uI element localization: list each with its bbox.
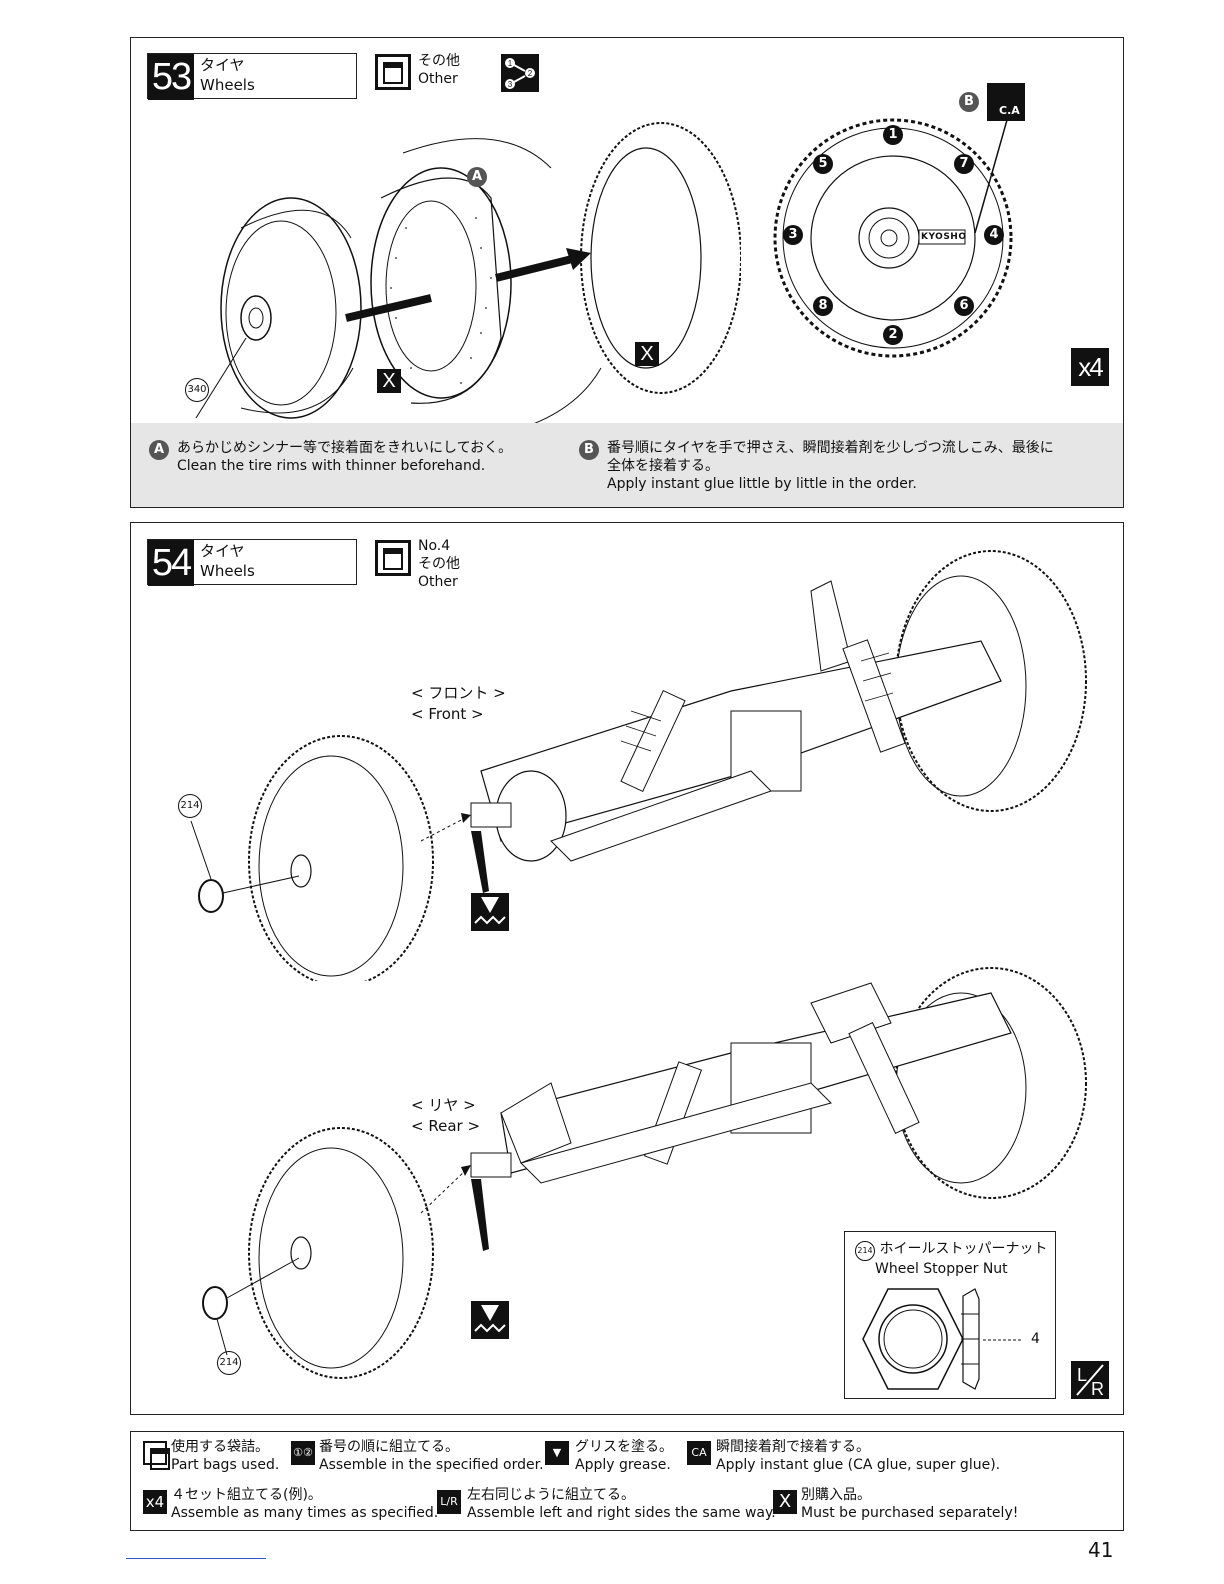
brand-text: KYOSHO (921, 232, 967, 242)
bag-label-jp: その他 (418, 53, 460, 69)
step-53-header: 53 タイヤ Wheels (147, 53, 357, 100)
bag-label-en: Other (418, 574, 458, 590)
x-purchase-icon: X (773, 1490, 797, 1514)
lr-icon: L/R (437, 1490, 461, 1514)
order-number-5: 5 (813, 153, 833, 174)
note-a-en: Clean the tire rims with thinner beforeh… (177, 458, 486, 474)
order-number-6: 6 (954, 295, 974, 316)
svg-text:1: 1 (508, 59, 513, 68)
legend-lr-en: Assemble left and right sides the same w… (467, 1505, 776, 1521)
rear-label-jp: < リヤ > (411, 1096, 476, 1114)
order-number-8: 8 (813, 295, 833, 316)
ca-glue-icon: C.A (987, 83, 1025, 121)
note-a-marker: A (149, 439, 169, 460)
note-b-en: Apply instant glue little by little in t… (607, 476, 917, 492)
bag-label-jp: その他 (418, 556, 460, 572)
legend-glue-en: Apply instant glue (CA glue, super glue)… (716, 1457, 1001, 1473)
inset-title-en: Wheel Stopper Nut (875, 1261, 1008, 1277)
ca-glue-icon: CA (687, 1441, 711, 1465)
bag-icon (375, 540, 411, 576)
step-54-header: 54 タイヤ Wheels (147, 539, 357, 586)
step-title-jp: タイヤ (200, 56, 245, 74)
step-54-panel: 54 タイヤ Wheels No.4 その他 Other < フロント > < … (130, 522, 1124, 1415)
legend-grease-en: Apply grease. (575, 1457, 671, 1473)
link-underline (126, 1558, 266, 1559)
legend-order-jp: 番号の順に組立てる。 (319, 1439, 459, 1455)
svg-text:R: R (1091, 1379, 1104, 1399)
label-a-marker: A (467, 166, 487, 187)
part-id-340: 340 (185, 378, 209, 402)
label-b-marker: B (959, 91, 979, 112)
legend-glue-jp: 瞬間接着剤で接着する。 (716, 1439, 870, 1455)
legend-x4-jp: ４セット組立てる(例)。 (171, 1487, 322, 1503)
page-number: 41 (1088, 1538, 1114, 1562)
order-number-7: 7 (954, 153, 974, 174)
step-number: 54 (148, 540, 194, 586)
order-number-2: 2 (883, 324, 903, 345)
inset-part-id: 214 (855, 1241, 875, 1261)
order-number-3: 3 (783, 224, 803, 245)
note-b-jp-line1: 番号順にタイヤを手で押さえ、瞬間接着剤を少しづつ流しこみ、最後に (607, 440, 1054, 456)
x4-multiplier-icon: x4 (1071, 348, 1109, 386)
legend-x-jp: 別購入品。 (801, 1487, 871, 1503)
legend-grease-jp: グリスを塗る。 (575, 1439, 673, 1455)
nut-drawing (862, 1288, 1023, 1390)
symbol-legend: 使用する袋詰。 Part bags used. ①② 番号の順に組立てる。 As… (130, 1431, 1124, 1531)
grease-icon (471, 1301, 509, 1339)
assemble-order-icon: ①② (291, 1441, 315, 1465)
note-a-jp: あらかじめシンナー等で接着面をきれいにしておく。 (177, 440, 513, 456)
front-label-en: < Front > (411, 705, 484, 723)
step-53-panel: 53 タイヤ Wheels その他 Other 1 2 3 (130, 37, 1124, 508)
assemble-order-icon: 1 2 3 (501, 54, 539, 92)
step-number: 53 (148, 54, 194, 100)
glue-order-diagram (773, 118, 1013, 358)
note-b-jp-line2: 全体を接着する。 (607, 458, 719, 474)
note-b-marker: B (579, 439, 599, 460)
svg-text:L: L (1077, 1365, 1087, 1385)
x-purchase-icon: X (635, 342, 659, 366)
front-assembly-diagram (190, 550, 1087, 981)
wheel-exploded-diagram (195, 122, 741, 444)
svg-text:2: 2 (528, 69, 533, 78)
front-label-jp: < フロント > (411, 684, 506, 702)
x4-multiplier-icon: x4 (143, 1490, 167, 1514)
order-number-4: 4 (984, 224, 1004, 245)
nut-thickness: 4 (1031, 1331, 1040, 1347)
grease-icon: ▼ (545, 1441, 569, 1465)
order-number-1: 1 (883, 124, 903, 145)
legend-order-en: Assemble in the specified order. (319, 1457, 544, 1473)
step-title-jp: タイヤ (200, 542, 245, 560)
step-title-en: Wheels (200, 562, 255, 580)
inset-title-jp: ホイールストッパーナット (879, 1241, 1048, 1257)
grease-icon (471, 893, 509, 931)
legend-x-en: Must be purchased separately! (801, 1505, 1019, 1521)
bag-number: No.4 (418, 538, 451, 554)
x-purchase-icon: X (377, 369, 401, 393)
part-id-214: 214 (217, 1351, 241, 1375)
rear-label-en: < Rear > (411, 1117, 481, 1135)
bag-icon (143, 1441, 170, 1470)
legend-bags-jp: 使用する袋詰。 (171, 1439, 269, 1455)
bag-label-en: Other (418, 71, 458, 87)
rear-assembly-diagram (202, 967, 1087, 1379)
step-title-en: Wheels (200, 76, 255, 94)
legend-bags-en: Part bags used. (171, 1457, 280, 1473)
part-id-214: 214 (178, 794, 202, 818)
legend-x4-en: Assemble as many times as specified. (171, 1505, 439, 1521)
step-53-notes: A あらかじめシンナー等で接着面をきれいにしておく。 Clean the tir… (131, 423, 1123, 507)
wheel-stopper-nut-inset: 214 ホイールストッパーナット Wheel Stopper Nut 4 (844, 1231, 1056, 1399)
legend-lr-jp: 左右同じように組立てる。 (467, 1487, 635, 1503)
bag-icon (375, 54, 411, 90)
svg-text:3: 3 (508, 80, 513, 89)
